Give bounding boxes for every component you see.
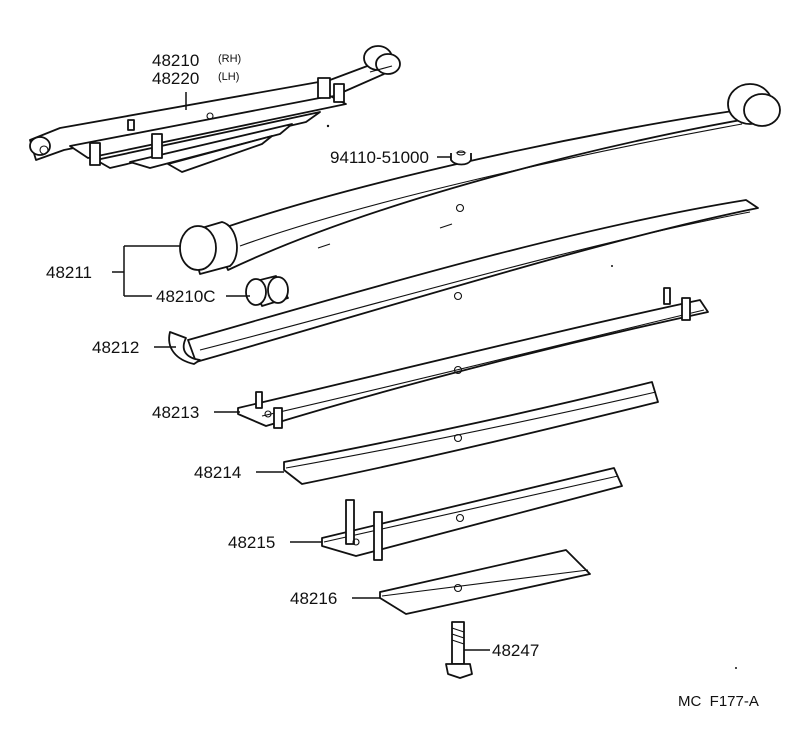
center-bolt-48247 [445,621,473,679]
leaf-48215 [321,467,623,561]
bushing-48210C [245,275,289,307]
diagram-code: MC F177-A [678,693,759,710]
leaf-48213 [237,287,709,429]
label-48213: 48213 [152,403,199,422]
label-94110-51000: 94110-51000 [330,148,429,167]
label-48214: 48214 [194,463,241,482]
label-48247: 48247 [492,641,539,660]
main-leaf-48211 [179,83,781,275]
label-48211: 48211 [46,263,92,282]
leader-lines [112,92,490,651]
label-48210: 48210 [152,51,199,70]
label-48210C: 48210C [156,287,216,306]
label-48220: 48220 [152,69,199,88]
leaf-48214 [283,381,659,485]
label-48210-suffix: (RH) [218,53,241,65]
leaf-48212 [168,199,759,365]
label-48220-suffix: (LH) [218,71,239,83]
nut-94110-51000 [450,150,472,166]
label-48212: 48212 [92,338,139,357]
leaf-spring-assembly [29,45,401,173]
label-48216: 48216 [290,589,337,608]
label-48215: 48215 [228,533,275,552]
stray-marks [326,124,737,669]
leaf-48216 [379,549,591,615]
